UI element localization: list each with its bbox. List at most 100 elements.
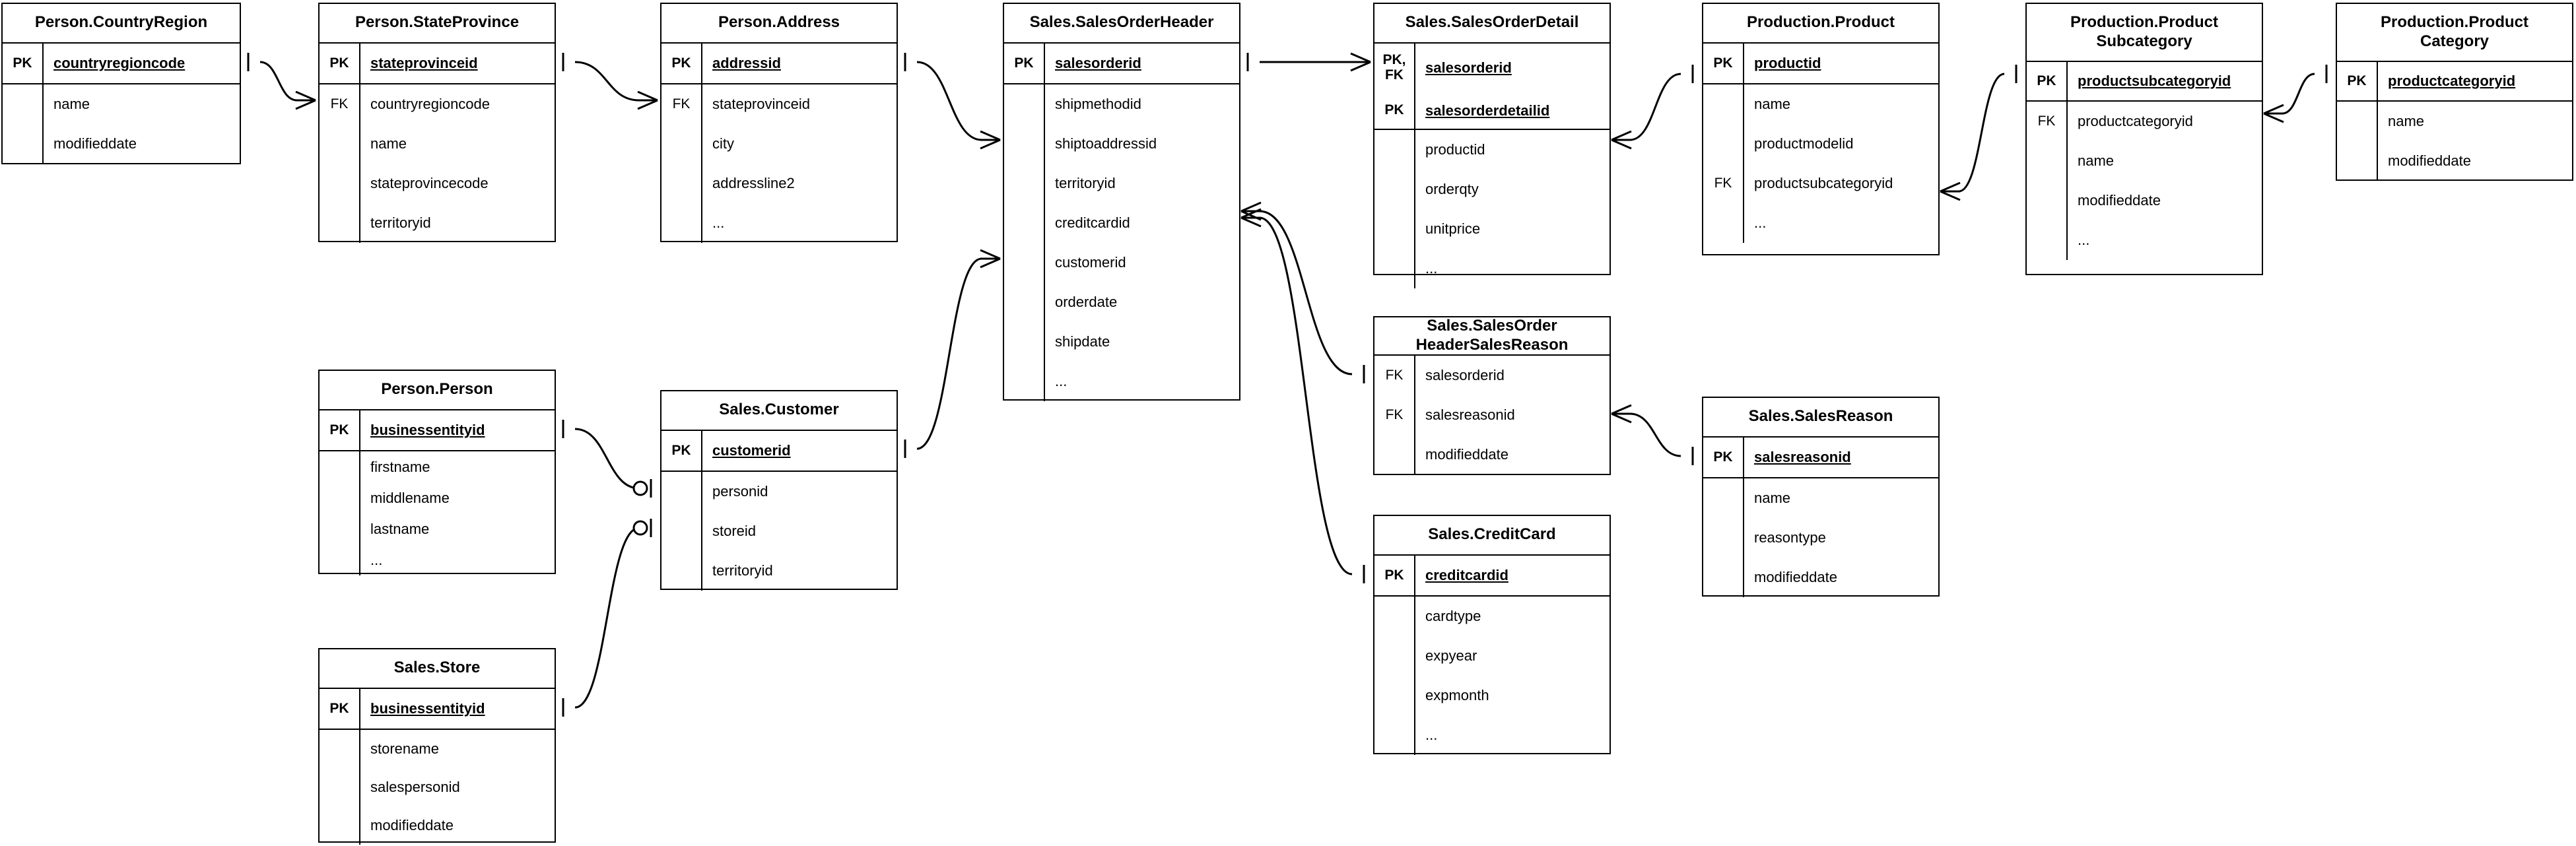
field-row: lastname <box>320 513 555 544</box>
field-name: expyear <box>1425 647 1477 664</box>
field-name: modifieddate <box>1754 569 1837 585</box>
field-row: addressline2 <box>661 164 897 203</box>
field-name: creditcardid <box>1425 567 1508 583</box>
entity-title: Sales.Customer <box>661 391 897 431</box>
rel-address-salesorderheader <box>916 61 982 141</box>
field-name: cardtype <box>1425 608 1481 624</box>
key-indicator <box>1703 558 1744 597</box>
key-indicator: PK <box>2027 62 2068 100</box>
entity-title: Sales.SalesReason <box>1703 398 1938 438</box>
entity-title: Sales.SalesOrderHeader <box>1004 4 1239 44</box>
field-name: creditcardid <box>1055 214 1130 231</box>
key-indicator <box>1374 249 1415 289</box>
key-indicator <box>1374 676 1415 715</box>
field-row: name <box>2027 141 2262 181</box>
connector-marker-many <box>980 249 1001 269</box>
key-indicator <box>320 730 360 768</box>
field-row: expmonth <box>1374 676 1610 715</box>
key-indicator <box>2337 102 2378 141</box>
key-indicator <box>2027 220 2068 260</box>
key-indicator <box>320 768 360 806</box>
rel-salesorderheader-salesorderheadersalesreason <box>1259 210 1353 375</box>
key-indicator <box>320 806 360 845</box>
entity-title: Sales.SalesOrder HeaderSalesReason <box>1374 317 1610 356</box>
key-indicator: FK <box>1374 356 1415 395</box>
key-indicator <box>1004 282 1045 322</box>
key-indicator <box>1004 362 1045 401</box>
key-indicator <box>320 544 360 575</box>
key-indicator <box>1004 322 1045 362</box>
field-row: customerid <box>1004 243 1239 282</box>
field-name: orderdate <box>1055 294 1118 310</box>
key-indicator <box>1374 130 1415 170</box>
rel-store-customer <box>574 527 640 709</box>
field-row: modifieddate <box>2337 141 2572 181</box>
connector-marker-many <box>2263 104 2284 123</box>
key-indicator <box>1703 518 1744 558</box>
field-name: productsubcategoryid <box>1754 175 1893 191</box>
field-name: ... <box>712 214 725 231</box>
field-row: stateprovincecode <box>320 164 555 203</box>
field-row: reasontype <box>1703 518 1938 558</box>
field-row: name <box>1703 84 1938 124</box>
entity-title: Person.CountryRegion <box>3 4 240 44</box>
key-indicator: PK <box>320 689 360 729</box>
field-row: shiptoaddressid <box>1004 124 1239 164</box>
entity-title: Production.Product Subcategory <box>2027 4 2262 62</box>
field-row: productmodelid <box>1703 124 1938 164</box>
key-indicator <box>320 124 360 164</box>
field-row: expyear <box>1374 636 1610 676</box>
field-row: ... <box>1374 715 1610 755</box>
field-row: ... <box>1004 362 1239 401</box>
connector-marker-many <box>295 90 316 110</box>
key-indicator <box>1004 203 1045 243</box>
field-name: shiptoaddressid <box>1055 135 1157 152</box>
field-row: name <box>3 84 240 124</box>
key-indicator: PK <box>1004 44 1045 83</box>
field-row: name <box>320 124 555 164</box>
field-name: storeid <box>712 523 757 539</box>
field-name: ... <box>1754 214 1767 231</box>
key-indicator <box>320 451 360 482</box>
field-name: businessentityid <box>370 422 485 438</box>
field-row: cardtype <box>1374 597 1610 636</box>
rel-stateprovince-address <box>574 61 640 102</box>
entity-title: Person.Address <box>661 4 897 44</box>
field-row: creditcardid <box>1004 203 1239 243</box>
field-name: customerid <box>1055 254 1126 271</box>
field-row: firstname <box>320 451 555 482</box>
connector-marker-many <box>1611 404 1632 424</box>
field-row: ... <box>661 203 897 243</box>
